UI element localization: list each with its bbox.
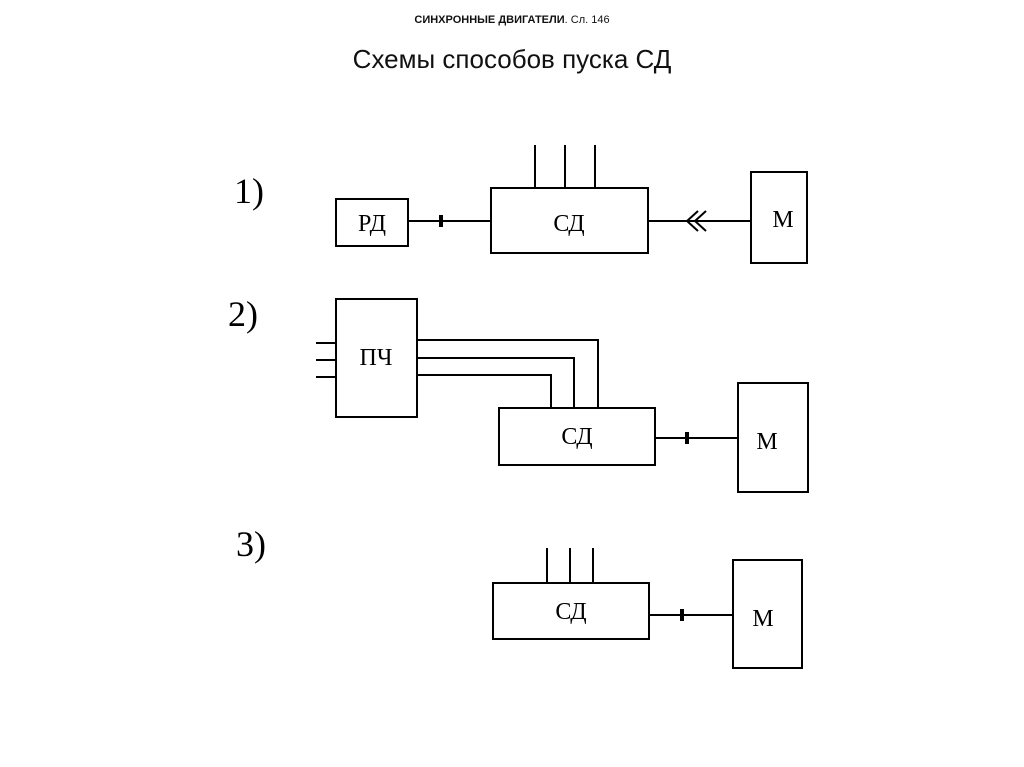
load-label: М [752, 606, 773, 632]
slide-number: . Сл. 146 [564, 14, 610, 26]
converter-label: ПЧ [360, 345, 393, 371]
section-title: СИНХРОННЫЕ ДВИГАТЕЛИ [414, 14, 565, 26]
clutch-mark [685, 210, 699, 232]
scheme-2 [316, 298, 809, 493]
synchronous-motor-block [492, 582, 650, 640]
load-label: М [772, 207, 793, 233]
load-block [750, 171, 808, 264]
motor-label: СД [561, 424, 592, 450]
scheme-2-number: 2) [228, 294, 258, 334]
scheme-1-number: 1) [234, 171, 264, 211]
clutch-mark [693, 210, 707, 232]
aux-motor-label: РД [358, 211, 386, 237]
scheme-3 [492, 548, 803, 669]
output-line [417, 357, 575, 408]
synchronous-motor-block [498, 407, 656, 466]
page-title: Схемы способов пуска СД [352, 44, 672, 74]
slide-header: СИНХРОННЫЕ ДВИГАТЕЛИ. Сл. 146 [0, 14, 1024, 26]
auxiliary-motor-block [335, 198, 409, 247]
output-line [417, 339, 599, 408]
motor-label: СД [553, 211, 584, 237]
load-label: М [756, 429, 777, 455]
scheme-3-number: 3) [236, 524, 266, 564]
scheme-1 [335, 145, 808, 264]
output-line [417, 374, 552, 408]
motor-label: СД [555, 599, 586, 625]
